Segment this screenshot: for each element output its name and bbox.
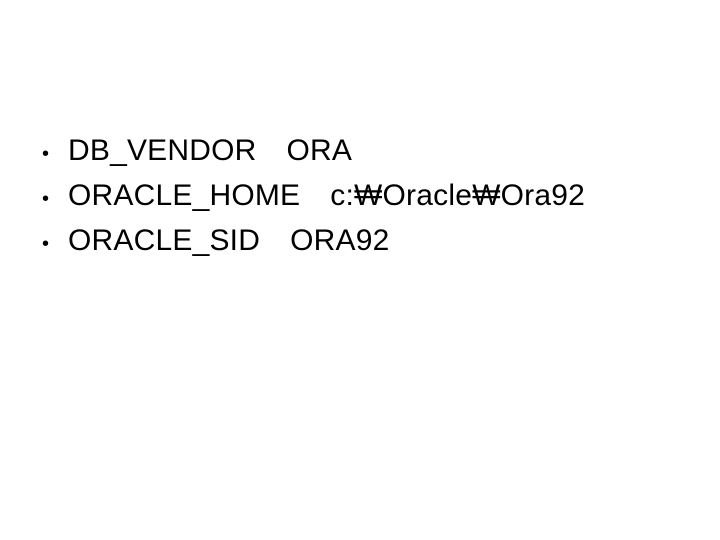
list-item: • ORACLE_SID ORA92 [36,218,696,263]
bullet-list: • DB_VENDOR ORA • ORACLE_HOME c:₩Oracle₩Or… [36,128,696,263]
list-item: • ORACLE_HOME c:₩Oracle₩Ora92 [36,173,696,218]
variable-name: DB_VENDOR [68,134,257,167]
bullet-item-text: ORACLE_SID ORA92 [68,218,389,263]
variable-value: ORA [286,134,353,167]
variable-name: ORACLE_HOME [68,179,301,212]
variable-value: c:₩Oracle₩Ora92 [330,179,585,212]
bullet-point-icon: • [42,233,50,255]
variable-name: ORACLE_SID [68,224,261,257]
bullet-item-text: ORACLE_HOME c:₩Oracle₩Ora92 [68,173,585,218]
bullet-point-icon: • [42,188,50,210]
bullet-point-icon: • [42,143,50,165]
bullet-item-text: DB_VENDOR ORA [68,128,352,173]
list-item: • DB_VENDOR ORA [36,128,696,173]
variable-value: ORA92 [290,224,390,257]
